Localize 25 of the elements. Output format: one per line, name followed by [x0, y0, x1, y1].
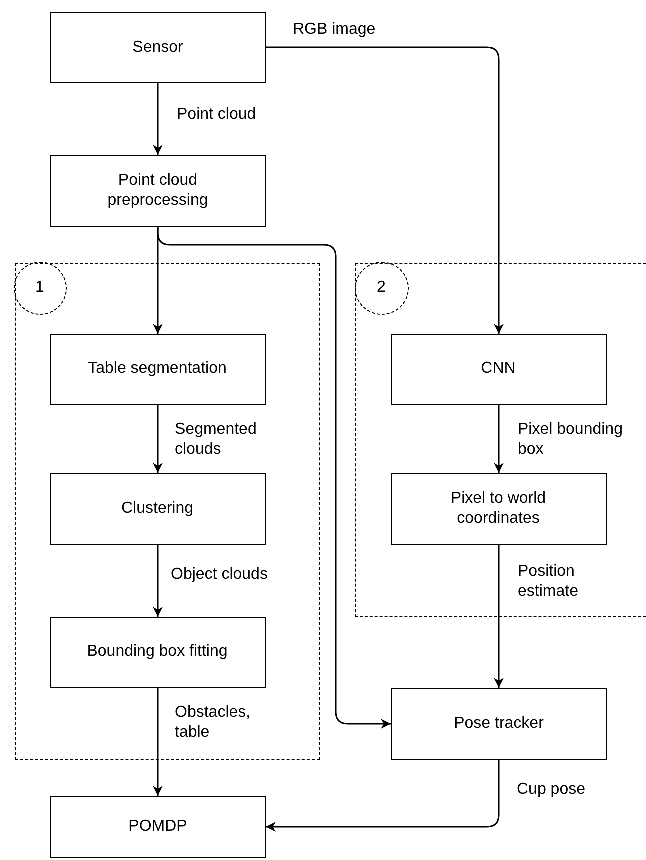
process-box: POMDP — [50, 796, 266, 858]
process-box: Sensor — [50, 12, 266, 83]
arrow — [266, 760, 500, 832]
process-box: CNN — [390, 334, 606, 404]
process-box: Bounding box fitting — [50, 616, 266, 688]
arrow — [494, 405, 504, 473]
dashed-number-circle: 1 — [14, 262, 66, 314]
arrow — [153, 405, 163, 473]
arrow — [153, 83, 163, 155]
process-box: Pose tracker — [391, 688, 607, 760]
edge-label: RGB image — [293, 20, 376, 40]
arrow — [266, 46, 504, 334]
process-box: Clustering — [50, 472, 266, 544]
edge-label: Cup pose — [517, 780, 586, 800]
arrow — [153, 688, 163, 796]
edge-label: Object clouds — [171, 565, 268, 585]
process-box: Pixel to world coordinates — [390, 472, 606, 544]
arrow — [153, 545, 163, 617]
dashed-number-circle: 2 — [354, 262, 408, 314]
arrow — [157, 227, 391, 729]
process-box: Table segmentation — [50, 334, 266, 404]
arrow — [494, 545, 504, 688]
dashed-group-box — [355, 263, 646, 617]
dashed-group-box — [15, 263, 320, 760]
process-box: Point cloud preprocessing — [50, 155, 266, 227]
